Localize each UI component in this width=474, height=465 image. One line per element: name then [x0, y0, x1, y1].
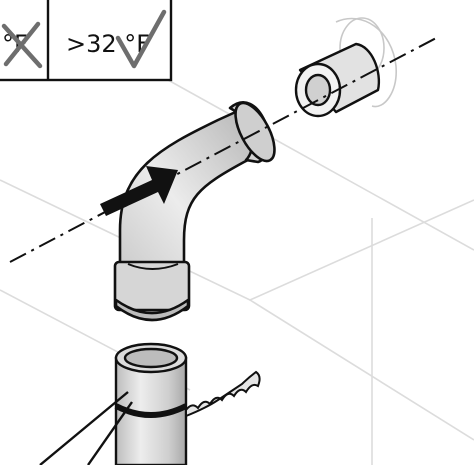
- stub-inner-opening: [123, 347, 179, 369]
- insulation-tube: [294, 42, 381, 118]
- floor-line: [249, 299, 474, 441]
- tube-body: [298, 42, 381, 114]
- warm-temperature-label: >32 °F: [66, 30, 150, 58]
- cable-coil: [185, 370, 261, 418]
- sleeve-body-outline: [335, 17, 397, 108]
- wall-edge-lower: [0, 179, 474, 301]
- push-arrow: [100, 166, 178, 216]
- arrow-icon: [100, 166, 178, 216]
- sealing-ring-band: [114, 403, 188, 418]
- center-axis-line: [9, 35, 441, 263]
- leader-line-2: [87, 401, 133, 465]
- wall-edge-upper: [149, 69, 474, 251]
- elbow-seam-line: [127, 263, 179, 270]
- background-room-lines: [0, 69, 474, 465]
- temperature-panel: °F >32 °F: [0, 0, 173, 82]
- elbow-lower-collar: [113, 260, 191, 312]
- checkmark-icon: [115, 9, 167, 69]
- elbow-fitting: [113, 101, 276, 322]
- leader-line-1: [39, 391, 129, 465]
- heating-cable: [185, 370, 261, 418]
- lower-pipe-stub: [114, 342, 188, 465]
- temperature-panel-frame: [0, 0, 173, 82]
- elbow-upper-rim: [234, 101, 276, 163]
- elbow-lower-rim: [114, 298, 190, 322]
- elbow-body: [118, 108, 270, 302]
- cross-icon: [1, 21, 43, 69]
- leader-lines: [39, 391, 133, 465]
